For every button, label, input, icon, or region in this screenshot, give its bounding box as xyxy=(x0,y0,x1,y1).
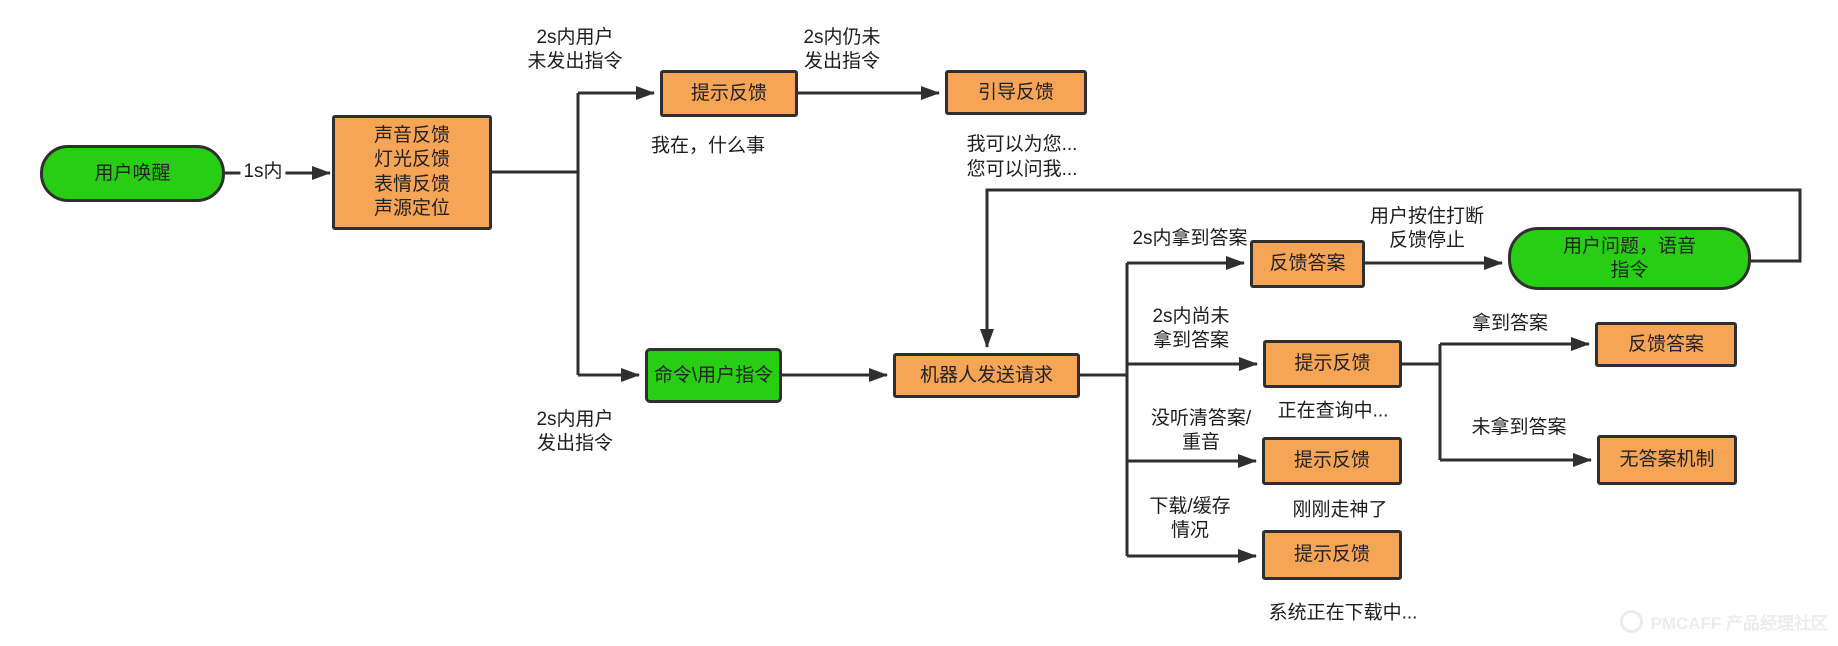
edge-label-got-answer: 拿到答案 xyxy=(1471,313,1549,334)
edge-label-not-yet-2s: 2s内尚未 拿到答案 xyxy=(1152,306,1230,351)
node-prompt-feedback-1: 提示反馈 xyxy=(660,70,798,117)
node-user-wake: 用户唤醒 xyxy=(40,145,225,202)
node-feedback-answer-1: 反馈答案 xyxy=(1250,240,1365,288)
edge-label-still-no-command-2s: 2s内仍未 发出指令 xyxy=(803,27,881,72)
pmcaff-logo-icon xyxy=(1620,610,1644,633)
caption-im-here: 我在，什么事 xyxy=(650,135,766,157)
pmcaff-watermark: PMCAFF 产品经理社区 xyxy=(1620,609,1828,634)
edge-label-within-1s: 1s内 xyxy=(240,160,286,184)
caption-guide-text: 我可以为您... 您可以问我... xyxy=(966,134,1078,180)
node-feedback-answer-2: 反馈答案 xyxy=(1595,322,1737,367)
edge-label-hold-interrupt: 用户按住打断 反馈停止 xyxy=(1369,206,1485,251)
edge-label-got-answer-2s: 2s内拿到答案 xyxy=(1132,228,1248,249)
node-guide-feedback: 引导反馈 xyxy=(945,70,1087,115)
edge-label-no-answer-got: 未拿到答案 xyxy=(1471,417,1567,438)
node-command-user-instruction: 命令\用户指令 xyxy=(645,348,782,403)
node-robot-send-request: 机器人发送请求 xyxy=(893,353,1080,398)
node-no-answer-mechanism: 无答案机制 xyxy=(1597,435,1737,485)
edge-label-command-2s: 2s内用户 发出指令 xyxy=(536,409,614,454)
caption-downloading: 系统正在下载中... xyxy=(1268,602,1418,624)
pmcaff-watermark-text: PMCAFF 产品经理社区 xyxy=(1650,614,1828,633)
node-prompt-feedback-2: 提示反馈 xyxy=(1263,340,1402,388)
node-prompt-feedback-3: 提示反馈 xyxy=(1262,437,1402,485)
node-user-question-voice: 用户问题，语音 指令 xyxy=(1508,227,1751,290)
caption-distracted: 刚刚走神了 xyxy=(1292,499,1388,521)
caption-querying: 正在查询中... xyxy=(1277,400,1389,422)
edge-loop-back-to-robot xyxy=(980,188,1802,348)
edge-label-no-command-2s: 2s内用户 未发出指令 xyxy=(527,27,623,72)
edge-label-download-cache: 下载/缓存 情况 xyxy=(1149,496,1231,541)
node-prompt-feedback-4: 提示反馈 xyxy=(1262,530,1402,580)
node-multi-feedback: 声音反馈 灯光反馈 表情反馈 声源定位 xyxy=(332,115,492,230)
edge-label-unclear-answer: 没听清答案/ 重音 xyxy=(1150,408,1252,453)
